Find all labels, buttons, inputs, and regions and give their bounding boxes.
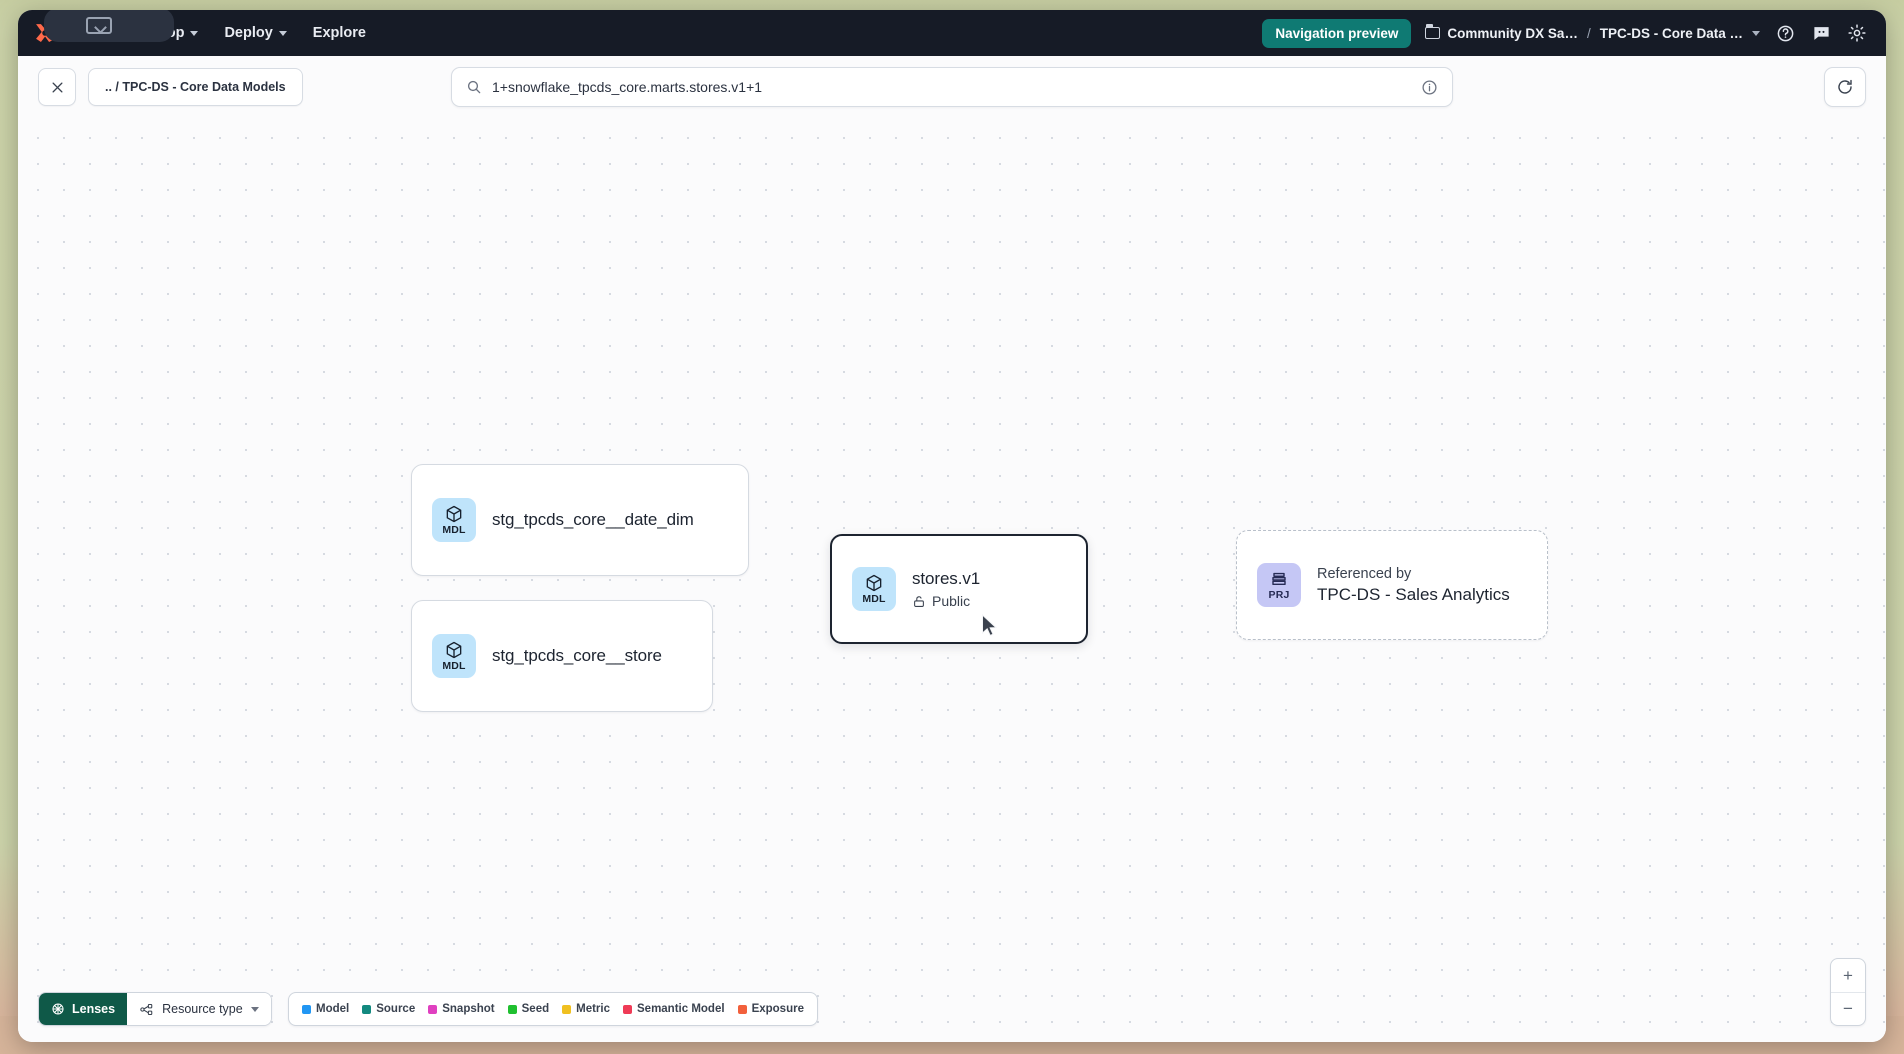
lens-globe-icon — [52, 1003, 64, 1015]
legend-item[interactable]: Source — [362, 1003, 415, 1015]
node-badge-model: MDL — [852, 567, 896, 611]
node-title: stg_tpcds_core__store — [492, 646, 662, 665]
close-button[interactable] — [38, 68, 76, 106]
cube-icon — [866, 575, 882, 592]
node-title: stg_tpcds_core__date_dim — [492, 510, 694, 529]
layers-icon — [1272, 573, 1286, 586]
resource-type-label: Resource type — [162, 1002, 243, 1016]
legend-label: Seed — [521, 1003, 550, 1015]
node-body: Referenced by TPC-DS - Sales Analytics — [1317, 566, 1510, 605]
top-navigation-bar: dbt Develop Deploy Explore Navigation pr… — [18, 10, 1886, 56]
node-badge-model: MDL — [432, 498, 476, 542]
lineage-canvas[interactable]: project (dashed) --> MDL stg_tpcds_core_… — [18, 118, 1886, 1042]
cube-icon — [446, 506, 462, 523]
help-circle-icon[interactable] — [1774, 22, 1796, 44]
search-input[interactable] — [492, 79, 1411, 95]
node-title: TPC-DS - Sales Analytics — [1317, 584, 1510, 604]
node-kicker: Referenced by — [1317, 565, 1412, 582]
node-title: stores.v1 — [912, 569, 981, 588]
legend-item[interactable]: Metric — [562, 1003, 610, 1015]
chevron-down-icon[interactable] — [1752, 30, 1760, 36]
search-icon — [467, 80, 481, 94]
node-body: stores.v1 Public — [912, 569, 980, 609]
legend-label: Metric — [576, 1003, 610, 1015]
breadcrumb-project[interactable]: TPC-DS - Core Data … — [1599, 25, 1743, 41]
legend-item[interactable]: Semantic Model — [623, 1003, 725, 1015]
breadcrumb-separator: / — [1586, 25, 1591, 41]
gear-icon[interactable] — [1846, 22, 1868, 44]
chevron-down-icon — [250, 1006, 259, 1012]
lineage-node-stores-v1[interactable]: MDL stores.v1 Public — [830, 534, 1088, 644]
lenses-label: Lenses — [72, 1002, 116, 1016]
lineage-node-referenced-project[interactable]: PRJ Referenced by TPC-DS - Sales Analyti… — [1236, 530, 1548, 640]
chevron-down-icon — [190, 30, 199, 36]
node-access-label: Public — [932, 593, 971, 609]
legend-label: Semantic Model — [637, 1003, 725, 1015]
zoom-out-button[interactable]: − — [1831, 992, 1865, 1025]
lineage-toolbar: .. / TPC-DS - Core Data Models — [18, 56, 1886, 118]
nav-item-explore-label: Explore — [312, 25, 366, 41]
app-window: dbt Develop Deploy Explore Navigation pr… — [18, 10, 1886, 1042]
resource-type-legend: Model Source Snapshot Seed Metric Semantic Mo… — [288, 992, 818, 1026]
info-circle-icon[interactable] — [1421, 79, 1438, 96]
lineage-node-stg-store[interactable]: MDL stg_tpcds_core__store — [411, 600, 713, 712]
legend-swatch — [362, 1004, 372, 1014]
nav-item-explore[interactable]: Explore — [313, 25, 366, 41]
node-badge-label: PRJ — [1268, 589, 1290, 602]
top-nav-right-cluster: Navigation preview Community DX Sa… / TP… — [1262, 18, 1868, 48]
lineage-search-bar[interactable] — [451, 67, 1453, 107]
node-badge-model: MDL — [432, 634, 476, 678]
legend-item[interactable]: Seed — [507, 1003, 550, 1015]
legend-label: Source — [376, 1003, 416, 1015]
folder-icon — [1425, 24, 1441, 39]
node-badge-label: MDL — [442, 524, 466, 537]
legend-swatch — [623, 1004, 632, 1014]
legend-swatch — [562, 1004, 572, 1014]
lenses-button[interactable]: Lenses — [39, 993, 128, 1025]
lineage-edges: project (dashed) --> — [18, 118, 318, 268]
breadcrumb-account[interactable]: Community DX Sa… — [1447, 25, 1578, 41]
legend-item[interactable]: Snapshot — [428, 1003, 495, 1015]
nav-item-deploy[interactable]: Deploy — [224, 25, 287, 41]
cube-icon — [446, 642, 462, 659]
legend-label: Model — [316, 1003, 350, 1015]
navigation-preview-badge[interactable]: Navigation preview — [1262, 18, 1412, 48]
legend-swatch — [302, 1004, 311, 1014]
node-badge-project: PRJ — [1257, 563, 1301, 607]
zoom-controls: + − — [1830, 958, 1866, 1026]
legend-swatch — [737, 1004, 747, 1014]
nav-item-deploy-label: Deploy — [224, 25, 273, 41]
node-badge-label: MDL — [862, 593, 886, 606]
legend-item[interactable]: Model — [302, 1003, 349, 1015]
lineage-node-stg-date-dim[interactable]: MDL stg_tpcds_core__date_dim — [411, 464, 749, 576]
chevron-down-icon — [278, 30, 287, 36]
unlock-icon — [914, 595, 924, 607]
node-badge-label: MDL — [442, 660, 466, 673]
zoom-in-button[interactable]: + — [1843, 965, 1853, 985]
legend-label: Exposure — [751, 1003, 804, 1015]
refresh-button[interactable] — [1824, 67, 1866, 107]
node-body: stg_tpcds_core__date_dim — [492, 510, 694, 530]
legend-swatch — [507, 1004, 517, 1014]
legend-swatch — [428, 1004, 438, 1014]
project-breadcrumb-button[interactable]: .. / TPC-DS - Core Data Models — [88, 68, 303, 106]
browser-tab-icon — [86, 17, 112, 34]
node-body: stg_tpcds_core__store — [492, 646, 662, 666]
feedback-icon[interactable] — [1810, 22, 1832, 44]
node-access-row: Public — [912, 593, 980, 609]
nodes-icon — [140, 1003, 153, 1015]
breadcrumb: Community DX Sa… / TPC-DS - Core Data … — [1425, 24, 1760, 41]
resource-type-dropdown[interactable]: Resource type — [127, 993, 271, 1025]
legend-label: Snapshot — [442, 1003, 495, 1015]
window-chrome-pill — [44, 10, 174, 42]
legend-item[interactable]: Exposure — [737, 1003, 804, 1015]
lenses-control-group: Lenses Resource type — [38, 992, 272, 1026]
